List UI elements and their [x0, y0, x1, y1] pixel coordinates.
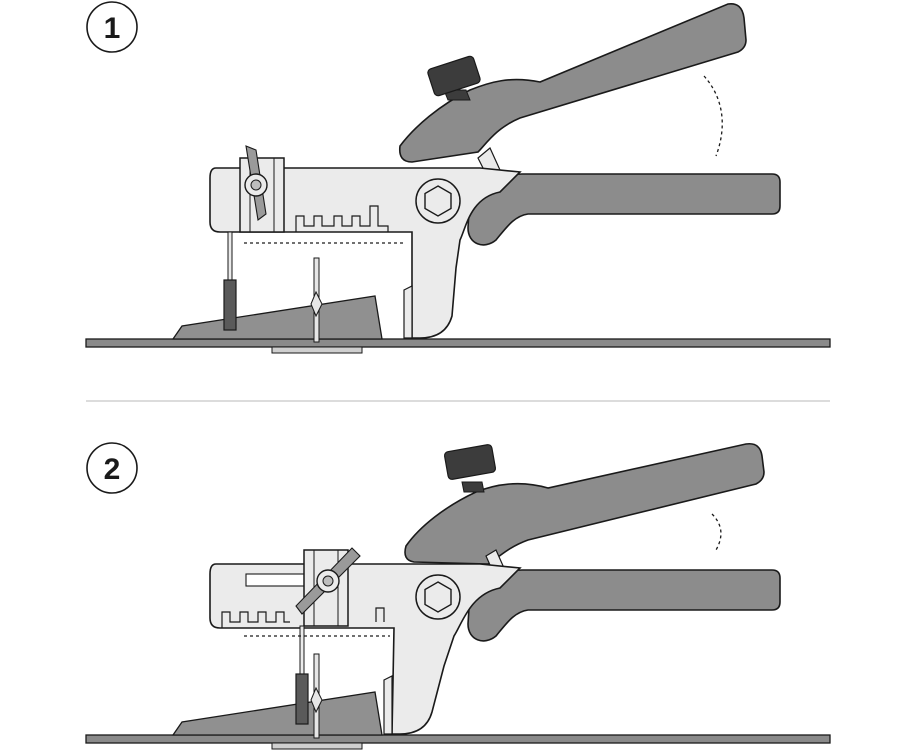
upper-lever-handle [398, 2, 747, 163]
step-2-panel: 2 [85, 442, 831, 750]
motion-arc-icon [703, 75, 723, 157]
wing-screw-icon [295, 547, 361, 615]
step-2-number: 2 [104, 453, 121, 486]
step-2-badge [86, 442, 138, 494]
knurled-adjust-knob-icon [427, 55, 481, 101]
motion-arc-icon [711, 513, 722, 551]
step-1-badge [86, 1, 138, 53]
knurled-adjust-knob-icon [443, 444, 497, 493]
hex-pivot-bolt-icon [415, 574, 461, 620]
step-1-panel: 1 [85, 1, 831, 354]
hex-pivot-bolt-icon [415, 178, 461, 224]
wing-screw-icon [244, 145, 268, 221]
step-1-number: 1 [104, 12, 121, 45]
